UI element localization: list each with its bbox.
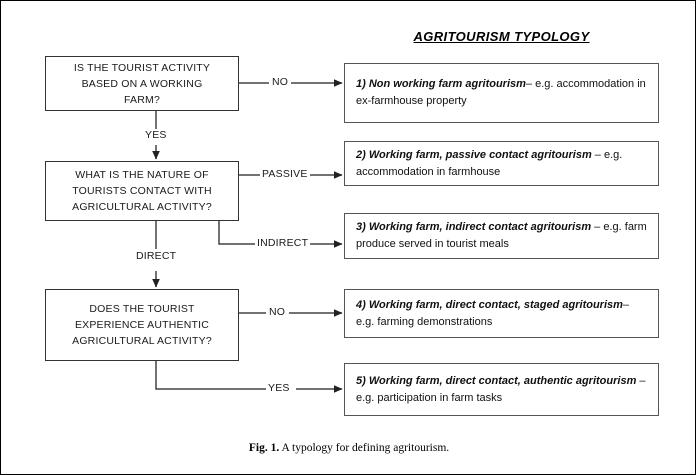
- decision-text-working-farm: IS THE TOURIST ACTIVITY BASED ON A WORKIN…: [52, 60, 232, 108]
- typology-lead: 3) Working farm, indirect contact agrito…: [356, 221, 592, 233]
- edge-label-yes-working-farm: YES: [143, 129, 169, 141]
- edge-label-no-authentic: NO: [267, 306, 288, 318]
- decision-line-1: WHAT IS THE NATURE OF: [75, 169, 209, 181]
- edge-label-passive-contact: PASSIVE: [260, 168, 310, 180]
- decision-line-1: IS THE TOURIST ACTIVITY: [73, 61, 211, 74]
- decision-line-3: FARM?: [123, 93, 160, 106]
- decision-line-3: AGRICULTURAL ACTIVITY?: [72, 335, 212, 347]
- decision-line-3: AGRICULTURAL ACTIVITY?: [72, 201, 212, 213]
- typology-box-authentic[interactable]: 5) Working farm, direct contact, authent…: [344, 363, 659, 416]
- edge-label-no-working-farm: NO: [270, 76, 291, 88]
- figure-caption: Fig. 1. A typology for defining agritour…: [1, 442, 695, 454]
- decision-line-2: EXPERIENCE AUTHENTIC: [74, 319, 210, 331]
- typology-lead: 4) Working farm, direct contact, staged …: [356, 298, 623, 311]
- typology-lead: 5) Working farm, direct contact, authent…: [356, 374, 637, 387]
- typology-lead: 1) Non working farm agritourism: [356, 78, 526, 90]
- typology-text-non-working-farm: 1) Non working farm agritourism– e.g. ac…: [356, 76, 648, 110]
- edge-label-direct-contact: DIRECT: [134, 250, 179, 262]
- decision-text-nature-of-contact: WHAT IS THE NATURE OF TOURISTS CONTACT WI…: [52, 167, 232, 215]
- typology-text-staged: 4) Working farm, direct contact, staged …: [356, 297, 648, 331]
- typology-heading: AGRITOURISM TYPOLOGY: [413, 29, 590, 44]
- edge-q3-yes-a: [155, 361, 269, 390]
- typology-text-passive-contact: 2) Working farm, passive contact agritou…: [356, 147, 648, 181]
- typology-rest: – e.g. farm produce served in tourist me…: [356, 221, 647, 250]
- decision-box-authentic-activity[interactable]: DOES THE TOURIST EXPERIENCE AUTHENTIC AGRI…: [45, 289, 239, 361]
- typology-box-non-working-farm[interactable]: 1) Non working farm agritourism– e.g. ac…: [344, 63, 659, 123]
- typology-rest: – e.g. farming demonstrations: [356, 298, 630, 328]
- typology-box-indirect-contact[interactable]: 3) Working farm, indirect contact agrito…: [344, 213, 659, 259]
- decision-text-authentic-activity: DOES THE TOURIST EXPERIENCE AUTHENTIC AGRI…: [52, 301, 232, 349]
- decision-box-working-farm[interactable]: IS THE TOURIST ACTIVITY BASED ON A WORKIN…: [45, 56, 239, 111]
- typology-rest: – e.g. accommodation in farmhouse: [356, 148, 623, 178]
- typology-text-indirect-contact: 3) Working farm, indirect contact agrito…: [356, 219, 648, 253]
- caption-text: A typology for defining agritourism.: [281, 442, 450, 454]
- edge-label-indirect-contact: INDIRECT: [255, 237, 311, 249]
- decision-box-nature-of-contact[interactable]: WHAT IS THE NATURE OF TOURISTS CONTACT WI…: [45, 161, 239, 221]
- decision-line-1: DOES THE TOURIST: [89, 303, 195, 315]
- edge-label-yes-authentic: YES: [266, 382, 292, 394]
- typology-text-authentic: 5) Working farm, direct contact, authent…: [356, 373, 648, 407]
- typology-rest: – e.g. accommodation in ex-farmhouse pro…: [356, 78, 646, 107]
- typology-box-staged[interactable]: 4) Working farm, direct contact, staged …: [344, 289, 659, 338]
- decision-line-2: TOURISTS CONTACT WITH: [72, 185, 212, 197]
- typology-box-passive-contact[interactable]: 2) Working farm, passive contact agritou…: [344, 141, 659, 186]
- caption-label: Fig. 1.: [248, 442, 280, 454]
- decision-line-2: BASED ON A WORKING: [81, 77, 203, 90]
- edge-q2-indirect-a: [218, 221, 257, 245]
- typology-lead: 2) Working farm, passive contact agritou…: [356, 148, 592, 161]
- typology-rest: – e.g. participation in farm tasks: [356, 374, 646, 404]
